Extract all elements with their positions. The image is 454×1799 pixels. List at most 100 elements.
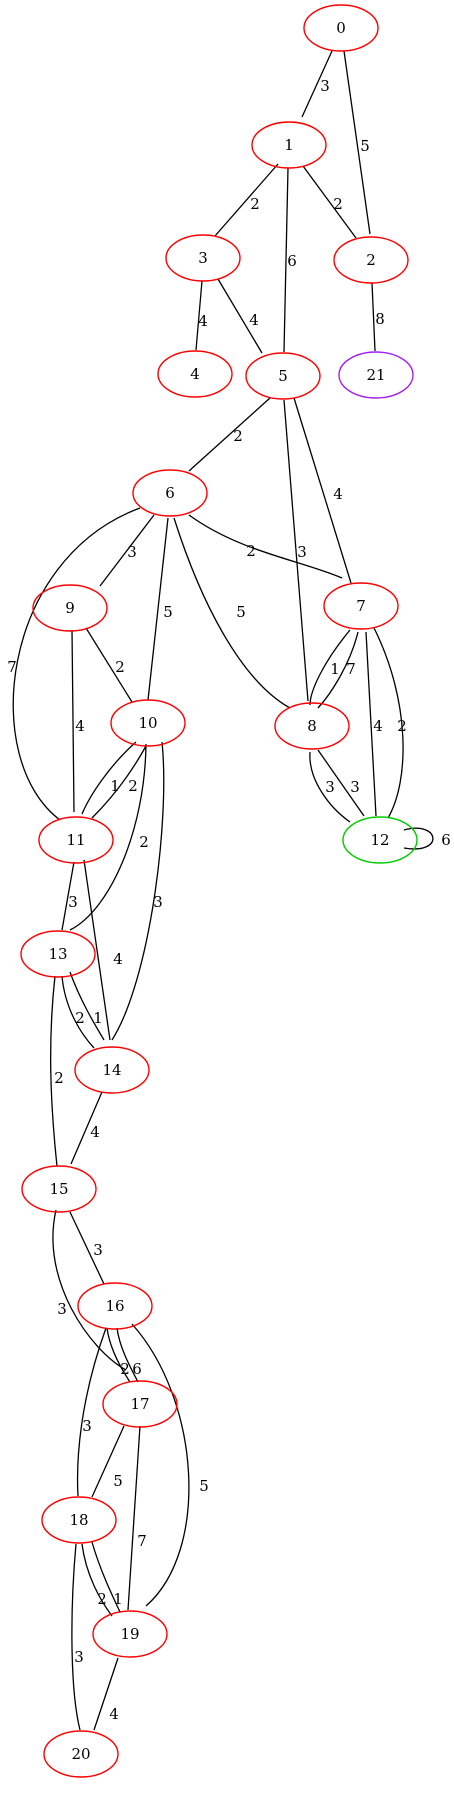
- edge-label-6-7: 2: [246, 542, 256, 560]
- node-14-ellipse: [74, 1046, 150, 1094]
- edge-8-12b: [317, 749, 365, 817]
- node-8-label: 8: [307, 717, 317, 735]
- edge-label-9-11: 4: [75, 717, 85, 735]
- edge-label-10-13: 2: [139, 833, 149, 851]
- node-10-ellipse: [110, 699, 186, 747]
- node-14-label: 14: [102, 1061, 121, 1079]
- node-20-label: 20: [71, 1745, 90, 1763]
- graph-node-17[interactable]: 17: [102, 1380, 178, 1428]
- edge-label-11-14: 4: [113, 950, 123, 968]
- node-11-label: 11: [66, 831, 85, 849]
- edge-0-1: [301, 50, 333, 118]
- edge-7-8a: [309, 629, 351, 706]
- edge-label-9-10: 2: [115, 658, 125, 676]
- edge-label-18-20: 3: [74, 1648, 84, 1666]
- edge-label-5-7: 4: [333, 485, 343, 503]
- edge-10-14: [111, 741, 165, 1041]
- graph-node-4[interactable]: 4: [157, 350, 233, 398]
- node-18-label: 18: [69, 1511, 88, 1529]
- node-7-label: 7: [356, 597, 366, 615]
- graph-node-6[interactable]: 6: [132, 469, 208, 517]
- graph-node-11[interactable]: 11: [38, 816, 114, 864]
- edge-label-8-12b: 3: [350, 778, 360, 796]
- node-16-ellipse: [77, 1282, 153, 1330]
- edge-label-15-17: 3: [57, 1300, 67, 1318]
- graph-node-18[interactable]: 18: [41, 1496, 117, 1544]
- graph-node-12[interactable]: 12: [342, 816, 418, 864]
- graph-node-0[interactable]: 0: [303, 4, 379, 52]
- node-0-ellipse: [303, 4, 379, 52]
- graph-node-15[interactable]: 15: [21, 1165, 97, 1213]
- node-15-ellipse: [21, 1165, 97, 1213]
- graph-node-13[interactable]: 13: [20, 930, 96, 978]
- node-19-ellipse: [92, 1610, 168, 1658]
- node-4-label: 4: [190, 365, 200, 383]
- node-2-label: 2: [366, 251, 376, 269]
- graph-node-3[interactable]: 3: [165, 234, 241, 282]
- nodes-layer: 0 1 2 3 4 5 21 6: [20, 4, 418, 1778]
- graph-node-9[interactable]: 9: [32, 584, 108, 632]
- edge-11-14: [83, 859, 111, 1041]
- edge-label-16-17a: 2: [120, 1360, 130, 1378]
- edge-label-2-21: 8: [375, 310, 385, 328]
- node-12-ellipse: [342, 816, 418, 864]
- graph-node-1[interactable]: 1: [251, 121, 327, 169]
- edge-label-5-8: 3: [297, 543, 307, 561]
- node-13-ellipse: [20, 930, 96, 978]
- graph-node-10[interactable]: 10: [110, 699, 186, 747]
- edge-6-11: [12, 507, 141, 821]
- edge-label-7-12b: 2: [397, 717, 407, 735]
- edge-0-2: [343, 50, 371, 235]
- node-5-label: 5: [278, 367, 288, 385]
- graph-node-16[interactable]: 16: [77, 1282, 153, 1330]
- edge-label-5-6: 2: [233, 427, 243, 445]
- edge-8-12a: [309, 751, 351, 823]
- edge-label-8-12a: 3: [325, 778, 335, 796]
- edge-6-7: [188, 514, 343, 579]
- edge-label-10-11a: 1: [110, 777, 120, 795]
- node-6-label: 6: [165, 484, 175, 502]
- node-18-ellipse: [41, 1496, 117, 1544]
- graph-node-21[interactable]: 21: [338, 351, 414, 399]
- edge-11-13: [61, 861, 75, 931]
- edge-label-3-4: 4: [198, 312, 208, 330]
- edge-label-1-3: 2: [250, 195, 260, 213]
- graph-node-2[interactable]: 2: [333, 236, 409, 284]
- edge-16-19: [131, 1323, 190, 1607]
- edge-6-8: [173, 517, 291, 709]
- edge-13-14a: [61, 975, 95, 1049]
- edge-10-11b: [91, 745, 147, 819]
- edges-layer: [12, 50, 434, 1731]
- graph-node-19[interactable]: 19: [92, 1610, 168, 1658]
- node-11-ellipse: [38, 816, 114, 864]
- edge-10-11a: [81, 741, 137, 815]
- node-17-ellipse: [102, 1380, 178, 1428]
- edge-labels-layer: 3 5 2 2 6 4 4 8 2 4 3 3 2 5 5 7 2 4 1 7 …: [7, 77, 451, 1723]
- edge-5-7: [293, 397, 352, 584]
- edge-5-8: [283, 399, 309, 702]
- edge-7-12b: [373, 627, 404, 819]
- edge-10-13: [69, 743, 147, 931]
- edge-label-17-18: 5: [113, 1472, 123, 1490]
- edge-label-3-5: 4: [249, 311, 259, 329]
- edge-label-15-16: 3: [93, 1241, 103, 1259]
- node-6-ellipse: [132, 469, 208, 517]
- edge-17-19: [127, 1425, 141, 1611]
- node-8-ellipse: [274, 702, 350, 750]
- edge-15-16: [69, 1211, 105, 1285]
- graph-node-20[interactable]: 20: [43, 1730, 119, 1778]
- edge-label-19-20: 4: [109, 1705, 119, 1723]
- node-21-label: 21: [366, 366, 385, 384]
- graph-node-8[interactable]: 8: [274, 702, 350, 750]
- graph-node-14[interactable]: 14: [74, 1046, 150, 1094]
- edge-label-16-17b: 6: [132, 1360, 142, 1378]
- graph-node-7[interactable]: 7: [323, 582, 399, 630]
- node-7-ellipse: [323, 582, 399, 630]
- node-2-ellipse: [333, 236, 409, 284]
- edge-19-20: [93, 1657, 119, 1731]
- node-13-label: 13: [48, 945, 67, 963]
- edge-label-13-14b: 1: [93, 1009, 103, 1027]
- edge-label-10-11b: 2: [128, 777, 138, 795]
- node-19-label: 19: [120, 1625, 139, 1643]
- graph-node-5[interactable]: 5: [245, 352, 321, 400]
